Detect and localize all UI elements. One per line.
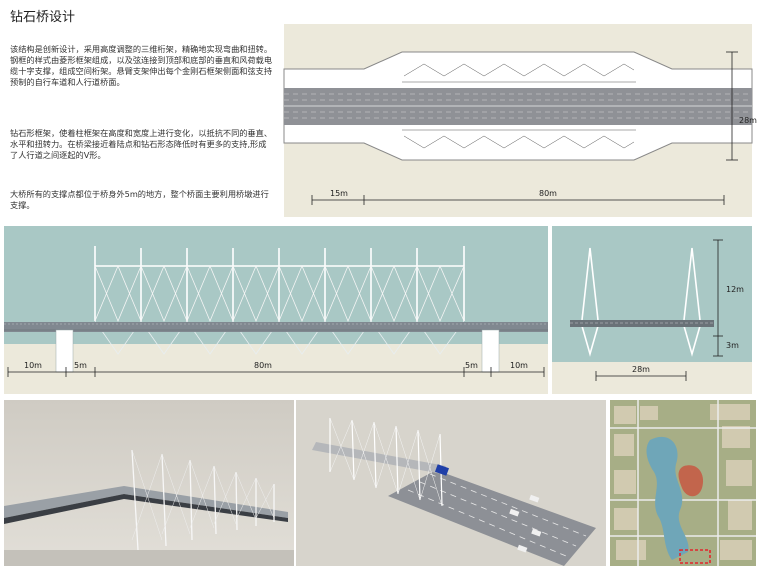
car-1 [529, 494, 540, 503]
elevation-left-offset-label: 5m [74, 361, 87, 370]
section-lower-height-label: 3m [726, 341, 739, 350]
section-width-label: 28m [632, 365, 650, 374]
plan-view-panel: 28m 15m 80m [283, 24, 757, 217]
perspective-render-drawing [4, 400, 294, 566]
elevation-right-end-label: 10m [510, 361, 528, 370]
plan-width-label: 28m [739, 116, 757, 125]
roadway [284, 88, 752, 125]
car-3 [531, 528, 542, 537]
render2-masts [329, 418, 443, 507]
aerial-render-drawing [296, 400, 606, 566]
section-view-drawing: 12m 3m 28m [552, 239, 752, 394]
section-masts [581, 247, 701, 357]
page-title: 钻石桥设计 [10, 10, 76, 25]
elevation-left-end-label: 10m [24, 361, 42, 370]
right-pier [481, 329, 500, 373]
plan-left-length-label: 15m [330, 189, 348, 198]
render2-walkway [312, 442, 446, 474]
site-location-map [610, 400, 756, 566]
site-map-drawing [610, 400, 756, 566]
elevation-view-drawing: 10m 5m 80m 5m 10m [4, 246, 548, 394]
elevation-right-offset-label: 5m [465, 361, 478, 370]
bridge-aerial-render [296, 400, 606, 566]
map-roads [610, 400, 756, 566]
description-paragraph-2: 钻石形框架，使着柱框架在高度和宽度上进行变化，以抵抗不同的垂直、水平和扭转力。在… [10, 128, 273, 160]
map-island [678, 465, 704, 497]
car-4 [517, 544, 528, 553]
car-2 [509, 508, 520, 517]
description-paragraph-3: 大桥所有的支撑点都位于桥身外5m的地方，整个桥面主要利用桥墩进行支撑。 [10, 189, 269, 210]
truss-members-top [402, 63, 636, 149]
truss-masts [94, 246, 465, 321]
site-marker-box [679, 549, 711, 564]
bridge-perspective-render [4, 400, 294, 566]
left-pier [55, 329, 74, 373]
plan-main-length-label: 80m [539, 189, 557, 198]
bus [434, 464, 450, 476]
elevation-view-panel: 10m 5m 80m 5m 10m [4, 226, 548, 394]
elevation-span-label: 80m [254, 361, 272, 370]
plan-view-drawing: 28m 15m 80m [283, 51, 757, 205]
render2-roadway [388, 470, 596, 566]
section-view-panel: 12m 3m 28m [552, 226, 752, 394]
bridge-deck [4, 322, 548, 332]
truss-diagonals [94, 264, 465, 355]
map-lake [646, 436, 689, 560]
description-paragraph-1: 该结构是创新设计，采用高度调整的三维桁架，精确地实现弯曲和扭转。钢框的样式由菱形… [10, 44, 273, 87]
section-deck [570, 320, 714, 327]
section-upper-height-label: 12m [726, 285, 744, 294]
